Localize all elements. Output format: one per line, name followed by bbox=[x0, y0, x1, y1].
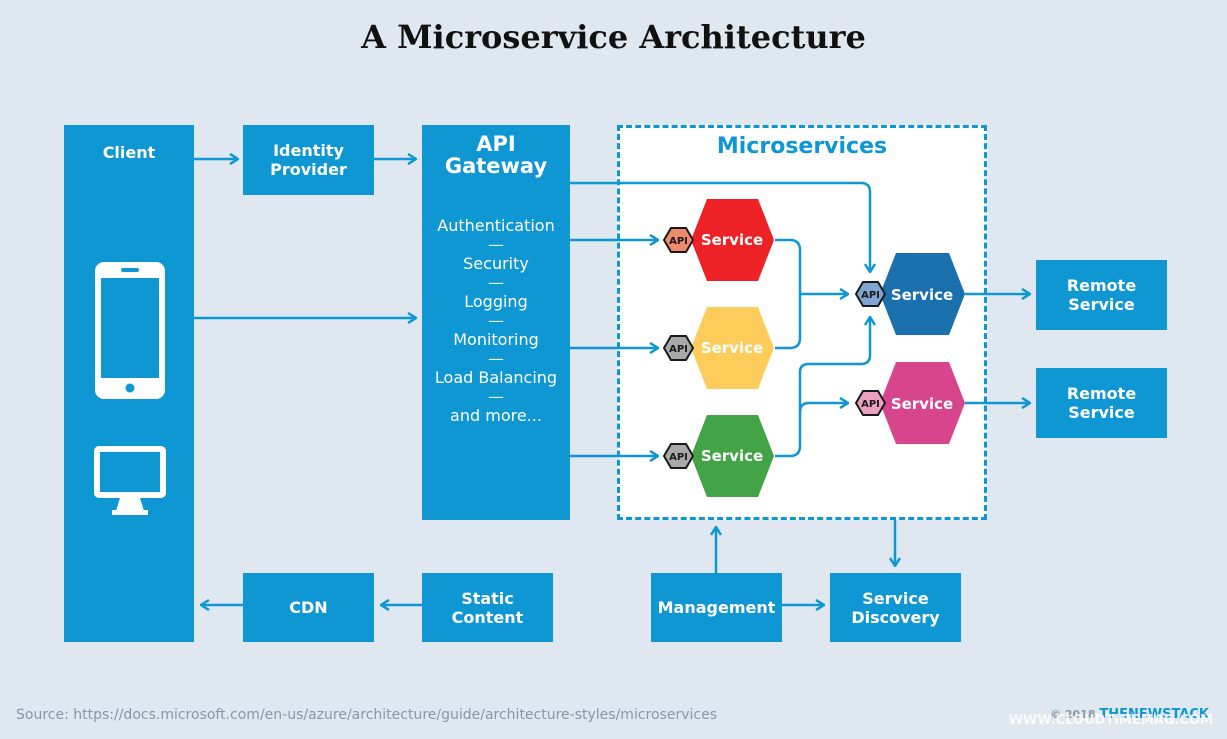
feature-separator: — bbox=[488, 273, 504, 292]
service-node-red[interactable]: API Service bbox=[662, 199, 774, 281]
service-label: Service bbox=[701, 231, 763, 249]
feature-item: and more... bbox=[450, 406, 542, 425]
service-node-blue[interactable]: API Service bbox=[854, 253, 965, 335]
service-label: Service bbox=[701, 339, 763, 357]
api-gateway-features: Authentication — Security — Logging — Mo… bbox=[422, 216, 570, 425]
feature-separator: — bbox=[488, 311, 504, 330]
monitor-icon bbox=[94, 446, 166, 515]
management-box[interactable]: Management bbox=[651, 573, 782, 642]
page-title: A Microservice Architecture bbox=[361, 18, 866, 56]
api-badge-label: API bbox=[861, 290, 880, 301]
service-node-pink[interactable]: API Service bbox=[854, 362, 965, 444]
microservices-title: Microservices bbox=[716, 134, 888, 159]
feature-item: Security bbox=[463, 254, 529, 273]
feature-item: Load Balancing bbox=[434, 368, 558, 387]
connector-arrows bbox=[194, 159, 1030, 605]
api-badge-label: API bbox=[669, 236, 688, 247]
api-badge-label: API bbox=[669, 452, 688, 463]
remote-service-box[interactable]: Remote Service bbox=[1036, 260, 1167, 330]
copyright-year: © 2018 bbox=[1050, 708, 1096, 721]
api-badge-label: API bbox=[669, 344, 688, 355]
cdn-box[interactable]: CDN bbox=[243, 573, 374, 642]
client-label: Client bbox=[102, 143, 156, 162]
service-discovery-box[interactable]: Service Discovery bbox=[830, 573, 961, 642]
feature-separator: — bbox=[488, 235, 504, 254]
feature-item: Monitoring bbox=[453, 330, 539, 349]
phone-icon bbox=[95, 262, 165, 399]
static-content-box[interactable]: Static Content bbox=[422, 573, 553, 642]
service-node-yellow[interactable]: API Service bbox=[662, 307, 774, 389]
service-label: Service bbox=[891, 395, 953, 413]
api-gateway-box[interactable] bbox=[422, 125, 570, 520]
watermark: WWW.CLOUDTIMEMAG.COM bbox=[1008, 713, 1213, 728]
service-label: Service bbox=[891, 286, 953, 304]
identity-provider-box[interactable]: Identity Provider bbox=[243, 125, 374, 195]
source-caption: Source: https://docs.microsoft.com/en-us… bbox=[16, 707, 717, 723]
remote-service-box[interactable]: Remote Service bbox=[1036, 368, 1167, 438]
brand-logo: THENEWSTACK bbox=[1099, 707, 1209, 722]
feature-item: Authentication bbox=[437, 216, 555, 235]
feature-separator: — bbox=[488, 349, 504, 368]
service-label: Service bbox=[701, 447, 763, 465]
api-gateway-title: API Gateway bbox=[444, 132, 548, 178]
feature-separator: — bbox=[488, 387, 504, 406]
api-badge-label: API bbox=[861, 399, 880, 410]
feature-item: Logging bbox=[464, 292, 528, 311]
copyright: © 2018 THENEWSTACK bbox=[1050, 707, 1209, 722]
service-node-green[interactable]: API Service bbox=[662, 415, 774, 497]
